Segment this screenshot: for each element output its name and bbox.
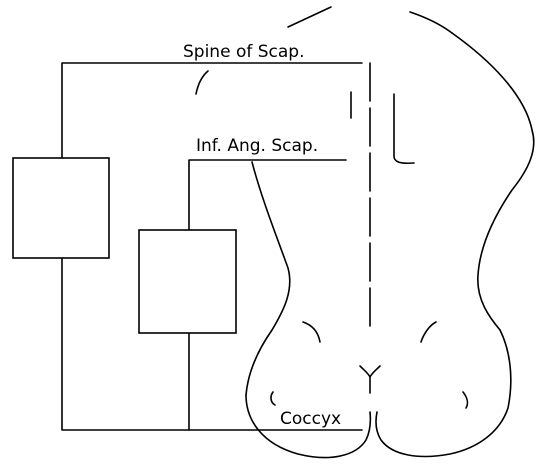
right-scapula-border	[394, 94, 414, 163]
left-flank-outline	[246, 162, 290, 395]
left-neck-line	[288, 7, 331, 27]
right-buttock-outline	[376, 330, 511, 456]
label-inferior-angle-scapula: Inf. Ang. Scap.	[196, 136, 318, 156]
right-neck-line	[410, 12, 452, 33]
right-buttock-crease	[463, 392, 467, 408]
inner-recording-box	[139, 230, 236, 333]
right-lumbar-dimple	[421, 322, 436, 342]
gluteal-cleft	[360, 366, 380, 377]
inner-lead-wire-top	[189, 160, 346, 230]
left-shoulder-fragment	[196, 71, 208, 94]
label-spine-of-scapula: Spine of Scap.	[183, 42, 304, 62]
torso-outline	[196, 7, 534, 458]
outer-recording-box	[13, 158, 109, 258]
right-shoulder-outline	[452, 33, 534, 330]
label-coccyx: Coccyx	[280, 409, 341, 429]
left-lumbar-dimple	[303, 322, 320, 342]
left-buttock-crease	[271, 392, 275, 405]
